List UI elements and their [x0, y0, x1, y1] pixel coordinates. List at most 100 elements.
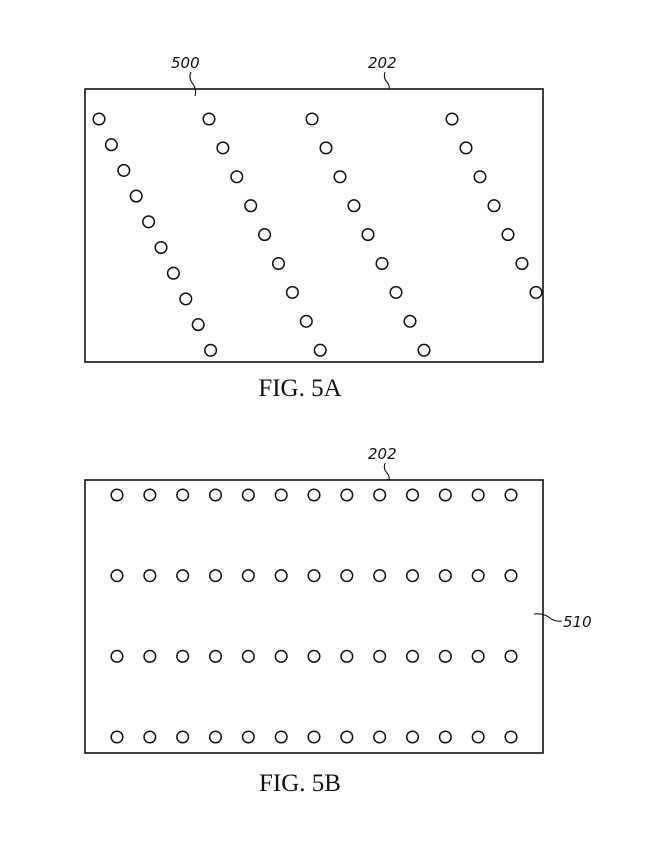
dot	[274, 730, 288, 744]
dot	[515, 256, 529, 271]
substrate-202-box	[84, 479, 544, 754]
dot	[319, 141, 333, 155]
dot	[274, 649, 288, 663]
dot	[313, 343, 327, 357]
dot	[471, 569, 485, 583]
dot	[166, 266, 180, 280]
dot	[204, 343, 218, 357]
dot	[504, 488, 518, 502]
dot	[176, 649, 190, 663]
dot	[504, 649, 518, 663]
substrate-202-box	[84, 88, 544, 363]
dot	[110, 569, 124, 583]
dot	[405, 649, 420, 663]
dot	[202, 112, 216, 126]
leader-line-500	[189, 71, 197, 97]
dot	[333, 170, 347, 184]
ref-label-500: 500	[171, 54, 200, 72]
dot	[176, 730, 190, 744]
dot	[241, 649, 255, 663]
dot	[438, 569, 452, 583]
dot	[307, 488, 321, 502]
dot	[191, 318, 205, 332]
dot	[143, 649, 157, 663]
dot	[307, 730, 321, 744]
dot	[504, 569, 518, 583]
dot	[117, 163, 131, 177]
dot	[241, 488, 255, 502]
dot	[299, 314, 313, 328]
figure-caption-5b: FIG. 5B	[259, 770, 341, 797]
dot	[471, 488, 485, 502]
dot	[142, 215, 156, 229]
dot	[285, 285, 299, 299]
dot	[504, 730, 518, 744]
dot	[208, 488, 223, 502]
dot	[473, 170, 487, 184]
dot	[241, 730, 255, 744]
dot	[307, 569, 321, 583]
dot	[258, 228, 272, 242]
dot	[340, 649, 354, 663]
dot	[143, 488, 157, 502]
dot	[208, 730, 223, 744]
dot	[471, 649, 485, 663]
dot	[340, 730, 354, 744]
dot	[459, 141, 473, 155]
dot	[305, 112, 319, 126]
dot	[143, 569, 157, 583]
dot	[274, 569, 288, 583]
dot	[445, 112, 459, 126]
dot	[230, 170, 244, 184]
dot	[241, 569, 255, 583]
dot	[373, 649, 387, 663]
figure-caption-5a: FIG. 5A	[258, 375, 341, 402]
dot	[176, 569, 190, 583]
dot	[438, 730, 452, 744]
dot	[438, 488, 452, 502]
ref-label-202: 202	[368, 54, 397, 72]
figure-5a: 500 202 FIG. 5A	[84, 54, 544, 402]
dot	[487, 199, 501, 213]
leader-line-202	[383, 71, 390, 90]
dot	[110, 730, 124, 744]
dot	[129, 189, 143, 203]
dot	[405, 730, 420, 744]
dot	[417, 343, 431, 357]
dot	[244, 199, 258, 213]
dot	[208, 649, 223, 663]
figure-5b: 202 510 FIG. 5B	[84, 445, 592, 797]
dot	[347, 199, 361, 213]
dot	[143, 730, 157, 744]
dot	[154, 240, 168, 255]
dot	[216, 141, 230, 155]
dot	[438, 649, 452, 663]
dot	[179, 292, 193, 306]
dot	[389, 285, 403, 299]
dot	[405, 488, 420, 502]
dot	[104, 138, 118, 152]
dot	[110, 649, 124, 663]
dot	[501, 228, 515, 242]
dot	[375, 256, 389, 271]
dot	[274, 488, 288, 502]
dot	[208, 569, 223, 583]
leader-line-202	[383, 462, 390, 481]
dot	[471, 730, 485, 744]
dot	[361, 228, 375, 242]
dot-pattern-510	[110, 488, 518, 744]
dot	[373, 569, 387, 583]
dot	[529, 285, 543, 299]
dot	[405, 569, 420, 583]
dot	[373, 488, 387, 502]
dot	[110, 488, 124, 502]
dot-pattern-500	[92, 112, 543, 357]
ref-label-510: 510	[563, 613, 592, 631]
ref-label-202: 202	[368, 445, 397, 463]
dot	[92, 112, 106, 126]
dot	[340, 488, 354, 502]
dot	[176, 488, 190, 502]
dot	[340, 569, 354, 583]
dot	[307, 649, 321, 663]
